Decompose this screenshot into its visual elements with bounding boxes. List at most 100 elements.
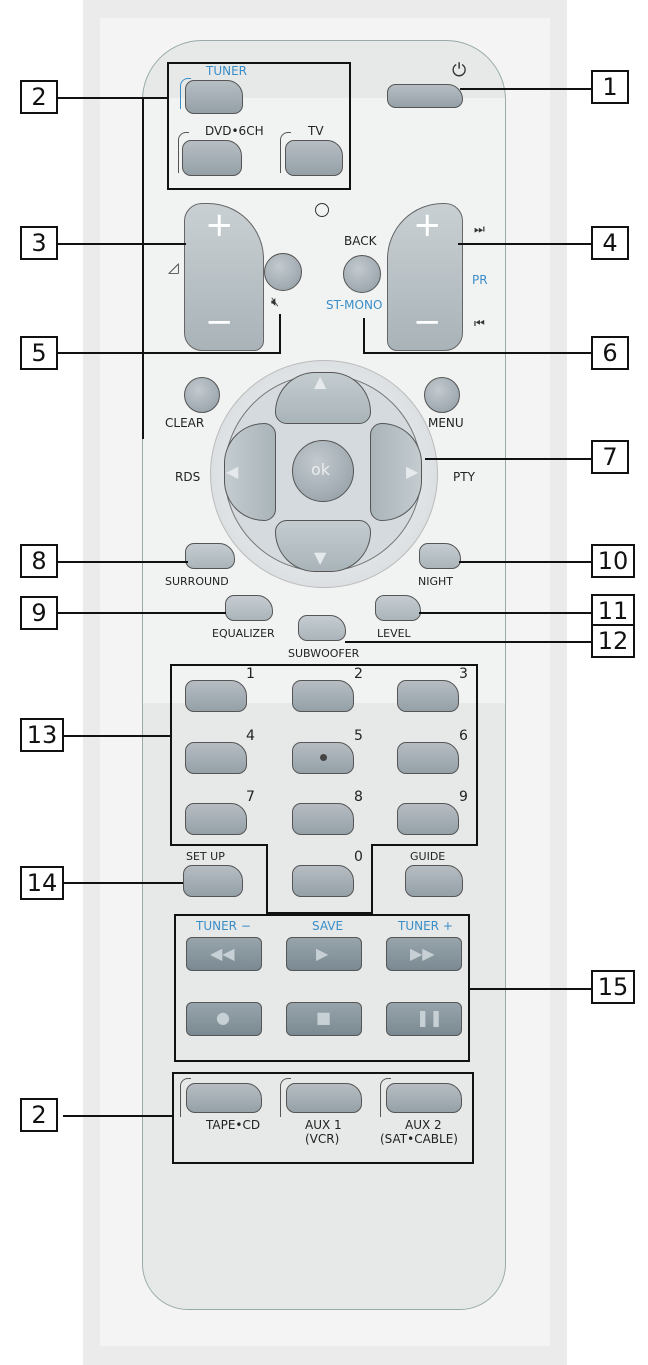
source-group-frame — [167, 62, 351, 190]
aux2-sub-label: (SAT•CABLE) — [380, 1132, 458, 1146]
mute-icon: 🔇︎ — [271, 295, 280, 310]
surround-button[interactable] — [185, 543, 235, 569]
pause-icon: ❚❚ — [416, 1008, 443, 1027]
guide-label: GUIDE — [410, 850, 446, 863]
callout-15: 15 — [591, 970, 635, 1004]
num-0-button[interactable] — [292, 865, 354, 897]
tv-bracket — [280, 132, 291, 173]
clear-button[interactable] — [184, 377, 220, 413]
leader-5-vertical — [279, 314, 281, 354]
num-5-dot — [320, 754, 327, 761]
volume-plus-icon: + — [205, 205, 234, 245]
program-plus-icon: + — [413, 205, 442, 245]
dvd-label: DVD•6CH — [205, 124, 264, 138]
program-rocker[interactable] — [387, 203, 463, 351]
num-7-label: 7 — [246, 789, 255, 805]
nav-right-button[interactable] — [370, 423, 422, 521]
stop-icon: ■ — [316, 1008, 332, 1027]
aux2-button[interactable] — [386, 1083, 462, 1113]
leader-5 — [58, 352, 280, 354]
leader-1 — [460, 88, 592, 90]
leader-12 — [345, 641, 591, 643]
callout-6: 6 — [591, 336, 629, 370]
num-7-button[interactable] — [185, 803, 247, 835]
leader-4 — [458, 243, 592, 245]
equalizer-button[interactable] — [225, 595, 273, 621]
callout-5: 5 — [20, 336, 58, 370]
leader-14 — [63, 882, 183, 884]
tape-bracket — [180, 1078, 191, 1117]
subwoofer-button[interactable] — [298, 615, 346, 641]
aux1-button[interactable] — [286, 1083, 362, 1113]
leader-2-vertical — [142, 97, 144, 439]
callout-1: 1 — [591, 70, 629, 104]
num-2-label: 2 — [354, 666, 363, 682]
guide-button[interactable] — [405, 865, 463, 897]
night-button[interactable] — [419, 543, 461, 569]
nav-up-button[interactable] — [275, 372, 371, 424]
nav-left-button[interactable] — [224, 423, 276, 521]
leader-9 — [58, 612, 226, 614]
aux1-sub-label: (VCR) — [305, 1132, 340, 1146]
pty-label: PTY — [453, 470, 475, 484]
fast-forward-button[interactable] — [386, 937, 462, 971]
source-bottom-frame — [172, 1072, 474, 1164]
leader-10 — [459, 561, 592, 563]
nav-down-button[interactable] — [275, 520, 371, 572]
num-8-button[interactable] — [292, 803, 354, 835]
setup-button[interactable] — [183, 865, 243, 897]
menu-label: MENU — [428, 416, 464, 430]
tuner-bracket — [180, 78, 191, 109]
tv-button[interactable] — [285, 140, 343, 176]
stop-button[interactable] — [286, 1002, 362, 1036]
pause-button[interactable] — [386, 1002, 462, 1036]
num-9-label: 9 — [459, 789, 468, 805]
back-button[interactable] — [343, 255, 381, 293]
night-label: NIGHT — [418, 575, 453, 588]
callout-11: 11 — [591, 594, 635, 628]
num-0-label: 0 — [354, 849, 363, 865]
left-arrow-icon: ◀ — [226, 462, 239, 481]
leader-2-bottom — [63, 1115, 173, 1117]
num-3-button[interactable] — [397, 680, 459, 712]
num-9-button[interactable] — [397, 803, 459, 835]
play-icon: ▶ — [316, 944, 329, 963]
leader-7 — [425, 458, 592, 460]
indicator-led — [315, 203, 329, 217]
num-4-button[interactable] — [185, 742, 247, 774]
level-button[interactable] — [375, 595, 421, 621]
play-button[interactable] — [286, 937, 362, 971]
rds-label: RDS — [175, 470, 201, 484]
dvd-button[interactable] — [182, 140, 242, 176]
volume-ramp-icon: ◿ — [168, 260, 179, 276]
back-label: BACK — [344, 234, 377, 248]
record-icon: ● — [216, 1008, 230, 1027]
numpad-frame — [170, 664, 478, 914]
menu-button[interactable] — [424, 377, 460, 413]
aux1-label: AUX 1 — [305, 1118, 342, 1132]
rewind-button[interactable] — [186, 937, 262, 971]
setup-label: SET UP — [186, 850, 225, 863]
leader-11 — [419, 612, 591, 614]
right-arrow-icon: ▶ — [406, 462, 419, 481]
volume-rocker[interactable] — [184, 203, 264, 351]
save-label: SAVE — [312, 919, 344, 933]
volume-minus-icon: − — [205, 302, 234, 342]
tape-cd-button[interactable] — [186, 1083, 262, 1113]
tuner-button[interactable] — [185, 80, 243, 114]
num-1-button[interactable] — [185, 680, 247, 712]
ok-button[interactable] — [292, 440, 354, 502]
num-2-button[interactable] — [292, 680, 354, 712]
num-6-button[interactable] — [397, 742, 459, 774]
num-6-label: 6 — [459, 728, 468, 744]
callout-14: 14 — [20, 866, 64, 900]
clear-label: CLEAR — [165, 416, 205, 430]
mute-button[interactable] — [264, 253, 302, 291]
aux1-bracket — [280, 1078, 291, 1117]
power-button[interactable] — [387, 84, 463, 108]
equalizer-label: EQUALIZER — [212, 627, 275, 640]
record-button[interactable] — [186, 1002, 262, 1036]
tuner-plus-label: TUNER + — [398, 919, 453, 933]
power-icon: ⏻ — [452, 60, 467, 81]
leader-6 — [363, 352, 592, 354]
